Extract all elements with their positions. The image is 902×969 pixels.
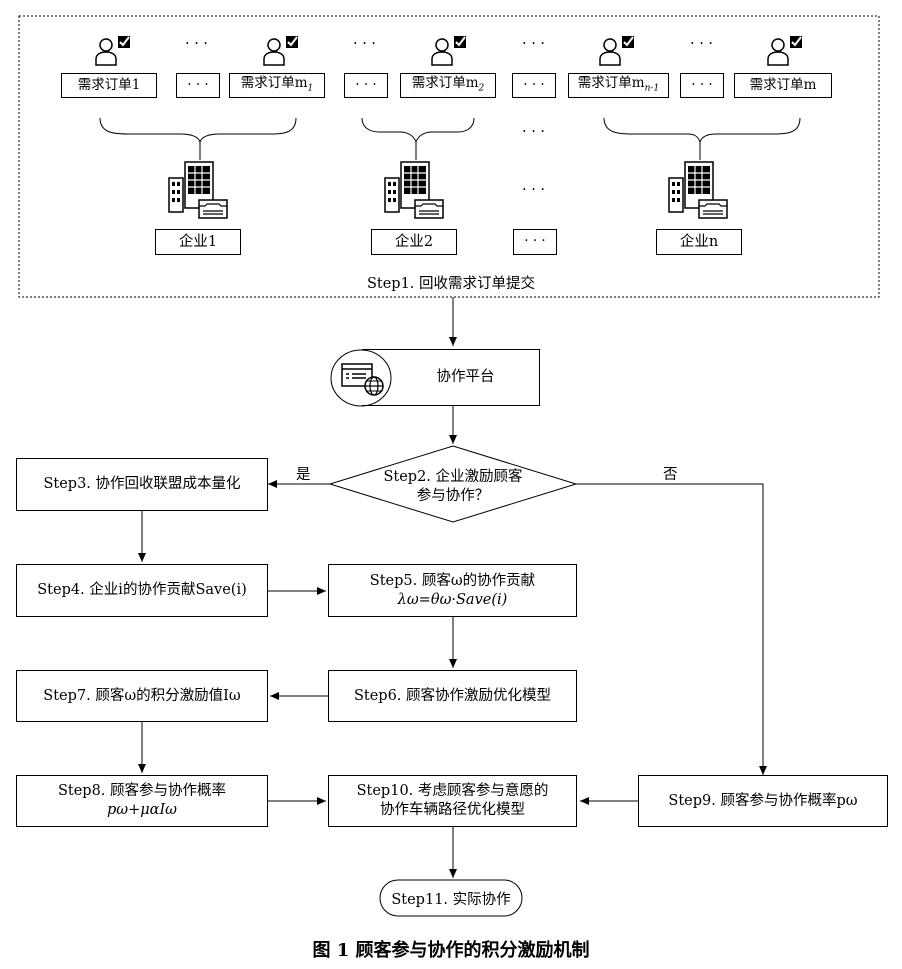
brace-2 <box>361 117 475 144</box>
step6-box: Step6. 顾客协作激励优化模型 <box>328 670 577 722</box>
customer-icon-5 <box>765 34 807 66</box>
enterprise-icon-1 <box>165 160 231 222</box>
figure-caption: 图 1 顾客参与协作的积分激励机制 <box>312 940 590 961</box>
enterprise-icon-2 <box>381 160 447 222</box>
step10-box: Step10. 考虑顾客参与意愿的 协作车辆路径优化模型 <box>328 775 577 827</box>
order-box-m2: 需求订单m2 <box>400 73 496 98</box>
ellipsis-top-3: · · · <box>522 36 546 52</box>
order-box-m: 需求订单m <box>734 73 832 98</box>
platform-box: 协作平台 <box>362 349 540 406</box>
step4-box: Step4. 企业i的协作贡献Save(i) <box>16 564 268 617</box>
ellipsis-top-2: · · · <box>353 36 377 52</box>
order-box-m1: 需求订单m1 <box>229 73 325 98</box>
step11-box <box>379 879 523 917</box>
enterprise-box-1: 企业1 <box>155 229 241 255</box>
step11-label: Step11. 实际协作 <box>391 891 511 908</box>
ellipsis-mid-2: · · · <box>522 182 546 198</box>
order-ellipsis-box-2: · · · <box>344 73 388 98</box>
step3-box: Step3. 协作回收联盟成本量化 <box>16 458 268 511</box>
enterprise-box-2: 企业2 <box>371 229 457 255</box>
ellipsis-mid-1: · · · <box>522 124 546 140</box>
platform-icon <box>341 362 385 396</box>
customer-icon-3 <box>429 34 471 66</box>
customer-icon-4 <box>597 34 639 66</box>
step2-diamond <box>328 445 578 523</box>
enterprise-box-n: 企业n <box>656 229 742 255</box>
arrow-step2-step9 <box>576 483 767 775</box>
order-box-1: 需求订单1 <box>61 73 157 98</box>
customer-icon-1 <box>93 34 135 66</box>
step1-dotted-frame <box>18 15 880 298</box>
yes-label: 是 <box>296 467 311 483</box>
brace-3 <box>603 117 801 144</box>
ellipsis-top-4: · · · <box>690 36 714 52</box>
ellipsis-top-1: · · · <box>185 36 209 52</box>
step9-box: Step9. 顾客参与协作概率pω <box>638 775 888 827</box>
order-box-mn1: 需求订单mn-1 <box>568 73 669 98</box>
enterprise-icon-n <box>665 160 731 222</box>
step5-box: Step5. 顾客ω的协作贡献 λω=θω·Save(i) <box>328 564 577 617</box>
customer-icon-2 <box>261 34 303 66</box>
step2-text: Step2. 企业激励顾客 参与协作？ <box>383 469 523 504</box>
step7-box: Step7. 顾客ω的积分激励值Iω <box>16 670 268 722</box>
enterprise-ellipsis-box: · · · <box>513 229 557 255</box>
step8-box: Step8. 顾客参与协作概率 pω+μαIω <box>16 775 268 827</box>
order-ellipsis-box-3: · · · <box>512 73 556 98</box>
order-ellipsis-box-1: · · · <box>176 73 220 98</box>
brace-1 <box>99 117 297 144</box>
no-label: 否 <box>663 467 678 483</box>
step1-label: Step1. 回收需求订单提交 <box>366 276 536 292</box>
order-ellipsis-box-4: · · · <box>680 73 724 98</box>
